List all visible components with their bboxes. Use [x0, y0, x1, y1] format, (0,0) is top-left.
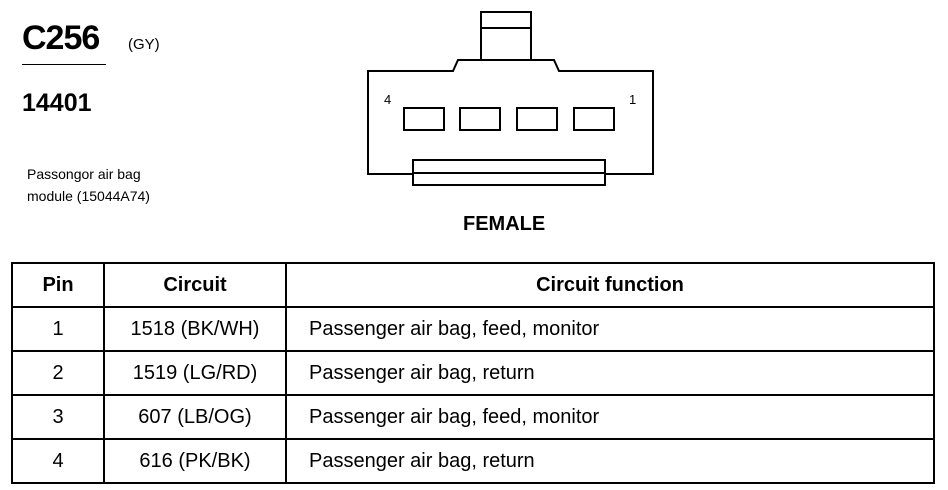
column-header-circuit: Circuit [103, 262, 287, 308]
table-header-row: Pin Circuit Circuit function [11, 262, 935, 308]
pin-cavity-3 [459, 107, 501, 131]
circuit-function-cell: Passenger air bag, return [285, 350, 935, 396]
circuit-cell: 607 (LB/OG) [103, 394, 287, 440]
pin-cell: 1 [11, 306, 105, 352]
pin-label-right: 1 [629, 92, 636, 107]
pin-cell: 4 [11, 438, 105, 484]
connector-gender-label: FEMALE [463, 213, 546, 235]
circuit-function-cell: Passenger air bag, return [285, 438, 935, 484]
pin-label-left: 4 [384, 92, 391, 107]
connector-id: C256 [22, 19, 100, 57]
pin-cavity-4 [403, 107, 445, 131]
table-row: 1 1518 (BK/WH) Passenger air bag, feed, … [11, 306, 935, 352]
pin-cell: 3 [11, 394, 105, 440]
part-number: 14401 [22, 89, 92, 117]
table-row: 2 1519 (LG/RD) Passenger air bag, return [11, 350, 935, 396]
connector-id-underline [22, 64, 106, 65]
column-header-circuit-function: Circuit function [285, 262, 935, 308]
table-row: 4 616 (PK/BK) Passenger air bag, return [11, 438, 935, 484]
circuit-function-cell: Passenger air bag, feed, monitor [285, 306, 935, 352]
table-row: 3 607 (LB/OG) Passenger air bag, feed, m… [11, 394, 935, 440]
pinout-table: Pin Circuit Circuit function 1 1518 (BK/… [11, 262, 935, 484]
connector-body-outline [367, 59, 654, 175]
locking-tab [480, 11, 532, 61]
circuit-cell: 1518 (BK/WH) [103, 306, 287, 352]
pin-cell: 2 [11, 350, 105, 396]
circuit-cell: 616 (PK/BK) [103, 438, 287, 484]
connector-color-code: (GY) [128, 36, 160, 53]
pin-cavity-2 [516, 107, 558, 131]
circuit-cell: 1519 (LG/RD) [103, 350, 287, 396]
pin-cavity-1 [573, 107, 615, 131]
column-header-pin: Pin [11, 262, 105, 308]
component-name: Passongor air bag module (15044A74) [27, 166, 150, 204]
circuit-function-cell: Passenger air bag, feed, monitor [285, 394, 935, 440]
